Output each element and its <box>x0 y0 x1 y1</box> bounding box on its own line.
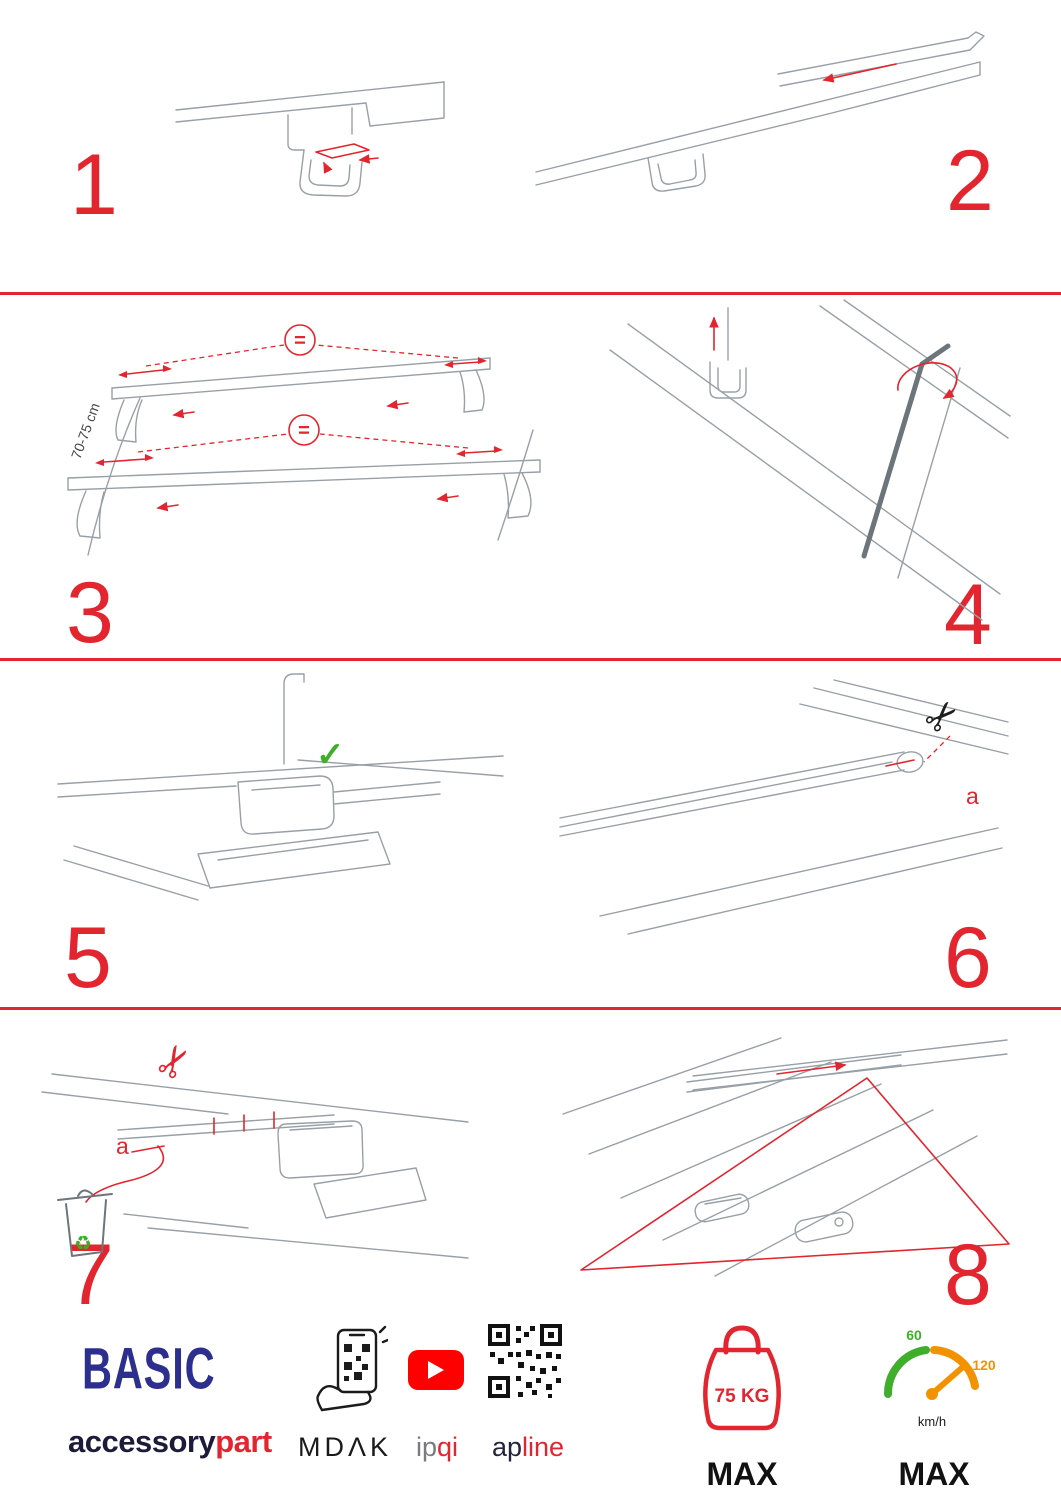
step-3-illustration: = = 70-75 cm <box>67 324 541 556</box>
step-6-illustration: ✂ a <box>559 679 1009 935</box>
step-7-label-a: a <box>116 1133 129 1159</box>
recycle-icon: ♻ <box>74 1233 92 1255</box>
qr-code <box>488 1324 562 1398</box>
step-6-number: 6 <box>944 910 992 1006</box>
partner-ipqi-red: qi <box>437 1432 459 1462</box>
divider-2 <box>0 658 1061 661</box>
equals-badge-top <box>284 324 316 356</box>
allen-key-icon <box>861 343 951 559</box>
equals-top: = <box>294 330 306 352</box>
step-5-number: 5 <box>64 910 112 1006</box>
step-5-illustration: ✓ <box>57 673 504 901</box>
divider-1 <box>0 292 1061 295</box>
partner-ipqi: ipqi <box>416 1432 458 1463</box>
cut-line <box>923 735 951 763</box>
bar-direction-arrow <box>776 1061 847 1075</box>
motion-arrows <box>709 316 958 399</box>
cut-marks <box>213 1111 275 1135</box>
partner-apline-dark: ap <box>492 1432 523 1462</box>
weight-max-label: MAX <box>706 1456 778 1492</box>
equal-distance-leaders <box>137 344 469 453</box>
step-2-number: 2 <box>946 133 994 229</box>
step-4-illustration <box>609 299 1011 621</box>
needle <box>929 1363 967 1397</box>
phone-qr-icon <box>316 1325 388 1412</box>
speed-max-label: MAX <box>898 1456 970 1492</box>
play-icon <box>428 1361 444 1379</box>
speedometer-icon: 60 120 km/h <box>883 1327 996 1429</box>
divider-3 <box>0 1007 1061 1010</box>
weight-icon: 75 KG <box>703 1325 781 1431</box>
scissors-icon: ✂ <box>915 690 970 745</box>
equals-bottom: = <box>298 420 310 442</box>
dimension-marks <box>95 357 503 512</box>
youtube-icon <box>408 1350 464 1390</box>
step-6-label-a: a <box>966 783 979 809</box>
step-8-illustration <box>562 1037 1010 1277</box>
check-icon: ✓ <box>316 736 345 774</box>
equals-badge-bottom <box>288 414 320 446</box>
partner-ipqi-gray: ip <box>416 1432 438 1462</box>
strip-end-highlight <box>885 759 915 767</box>
step-1-number: 1 <box>70 137 118 233</box>
measure-label: 70-75 cm <box>68 401 103 461</box>
step-7-illustration: ✂ a ♻ <box>41 1035 469 1259</box>
speed-unit-label: km/h <box>918 1414 946 1429</box>
step-3-number: 3 <box>66 565 114 661</box>
alignment-region <box>580 1077 1010 1271</box>
step-1-illustration <box>175 81 445 197</box>
brand-logo: BASIC <box>82 1337 216 1403</box>
brand-word-dark: accessory <box>68 1424 216 1459</box>
trash-bin-icon <box>57 1189 113 1257</box>
weight-value: 75 KG <box>715 1386 770 1407</box>
partner-apline-red: line <box>522 1432 565 1462</box>
step-2-illustration <box>535 31 985 192</box>
step-4-number: 4 <box>944 567 992 663</box>
speed-start-label: 60 <box>906 1327 922 1343</box>
brand-word-red: part <box>215 1424 272 1459</box>
speed-end-label: 120 <box>972 1357 996 1373</box>
scissors-icon: ✂ <box>145 1035 203 1089</box>
slide-direction-arrow <box>822 63 897 83</box>
brand-subtitle: accessorypart <box>68 1424 272 1460</box>
discard-leader <box>85 1145 165 1203</box>
step-7-number: 7 <box>66 1227 114 1323</box>
rubber-pad-highlight <box>315 143 379 174</box>
partner-apline: apline <box>492 1432 564 1463</box>
partner-mdak: MDΛK <box>298 1432 393 1462</box>
